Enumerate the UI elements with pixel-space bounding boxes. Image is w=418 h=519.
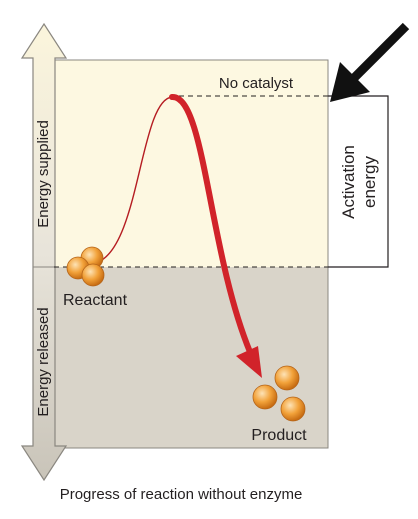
no-catalyst-label: No catalyst: [219, 75, 294, 92]
product-label: Product: [251, 427, 307, 444]
reactant-molecules: [66, 246, 105, 287]
activation-label-line2: energy: [360, 156, 379, 208]
energy-released-label: Energy released: [35, 307, 52, 416]
activation-energy-bracket: [328, 95, 389, 268]
reaction-curve-fall: [169, 93, 253, 355]
product-molecules: [252, 365, 306, 422]
reaction-arrowhead: [236, 346, 262, 378]
pointer-arrow: [330, 22, 410, 102]
energy-axis-arrow: [20, 22, 68, 482]
lower-energy-region: [54, 267, 328, 448]
upper-energy-region: [54, 60, 328, 267]
energy-supplied-label: Energy supplied: [35, 120, 52, 228]
reaction-curve-rise: [97, 96, 173, 263]
x-axis-caption: Progress of reaction without enzyme: [60, 486, 303, 503]
reactant-label: Reactant: [63, 292, 128, 309]
activation-label-line1: Activation: [339, 145, 358, 219]
